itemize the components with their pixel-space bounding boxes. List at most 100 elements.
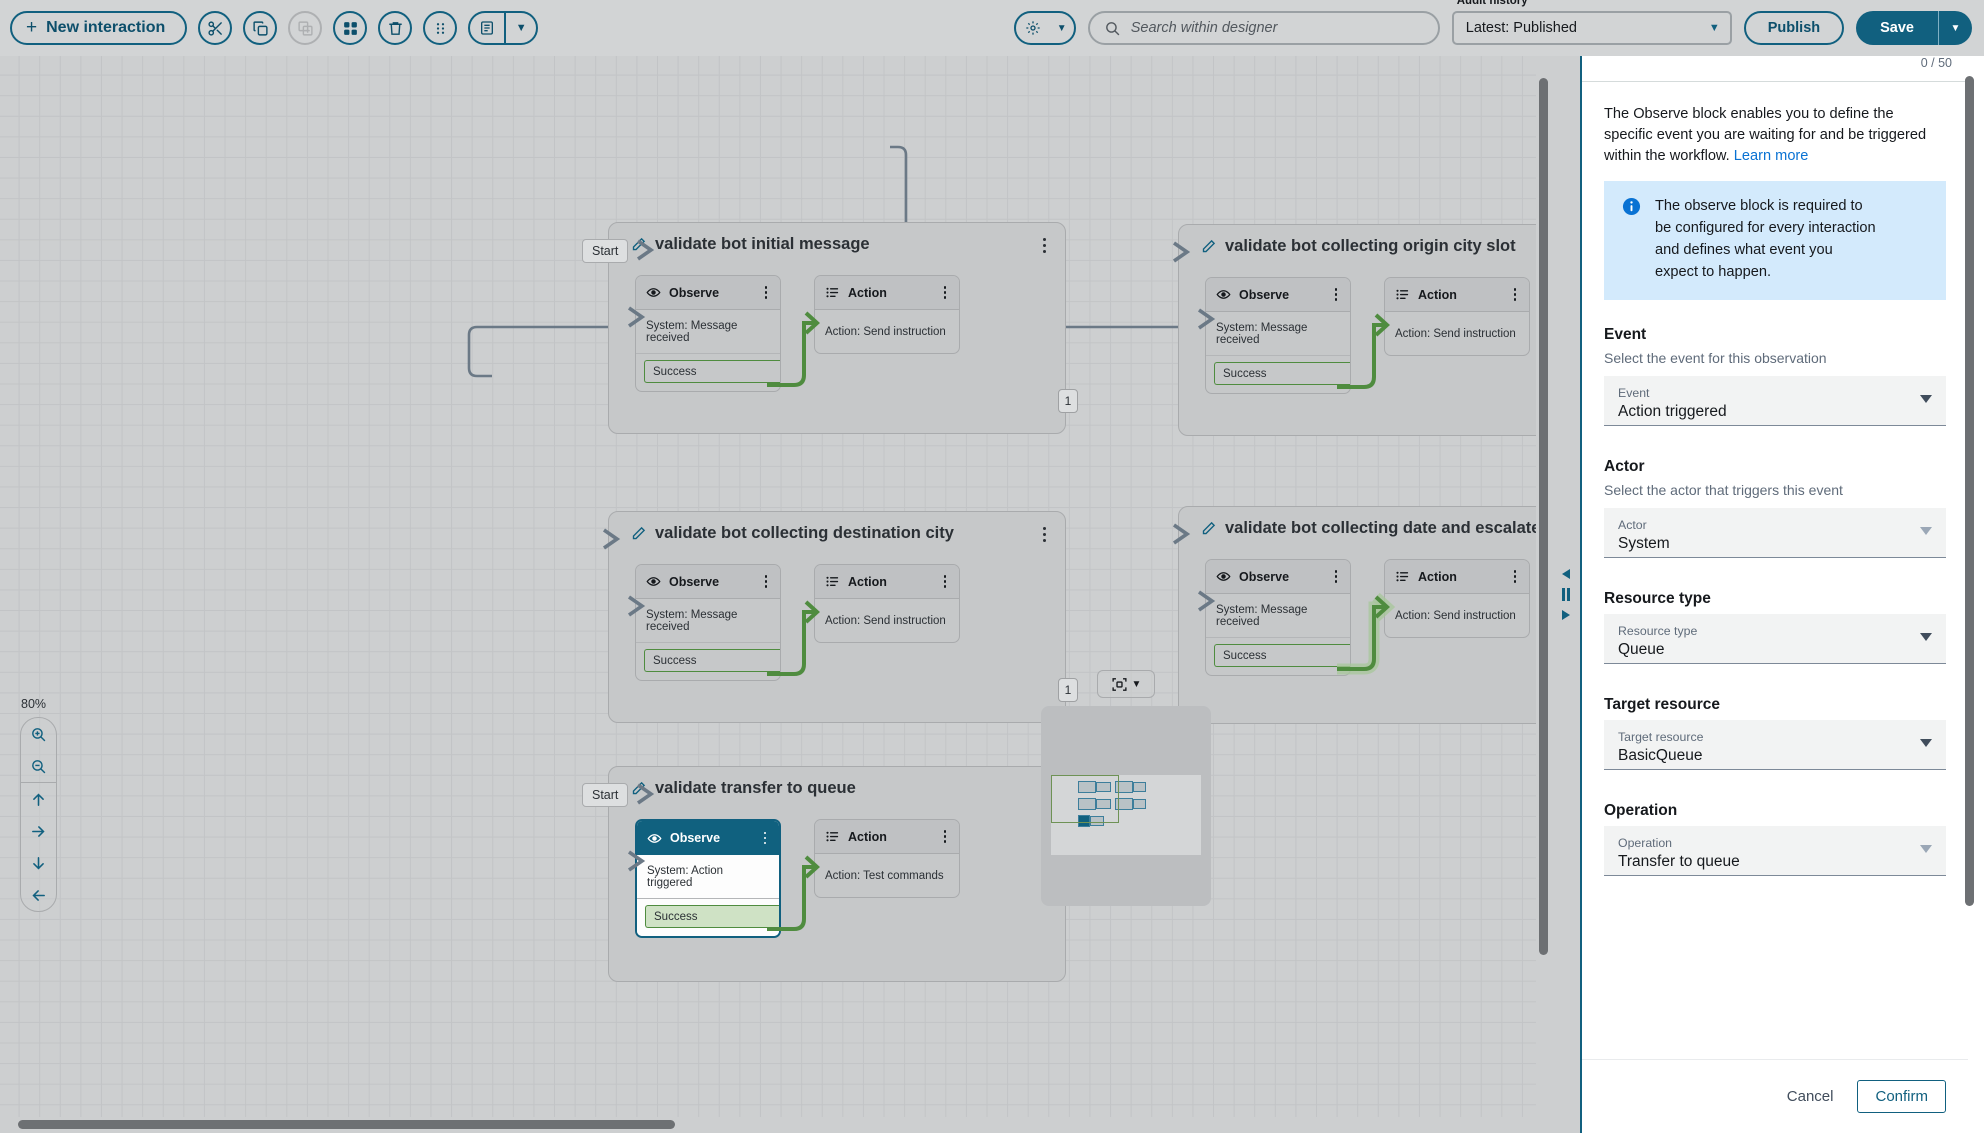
minimap[interactable] xyxy=(1041,706,1211,906)
group-menu-button[interactable] xyxy=(1037,235,1051,255)
panel-body: The Observe block enables you to define … xyxy=(1582,82,1968,1059)
cancel-button[interactable]: Cancel xyxy=(1777,1080,1844,1113)
interaction-group[interactable]: validate bot collecting destination city… xyxy=(602,511,1066,723)
target-resource-select[interactable]: Target resource BasicQueue xyxy=(1604,720,1946,771)
connector-hop-label[interactable]: 1 xyxy=(1058,678,1078,702)
panel-vertical-scrollbar[interactable] xyxy=(1962,76,1976,1078)
plus-icon: + xyxy=(26,16,38,38)
observe-node-menu-button[interactable] xyxy=(759,829,771,847)
port-success[interactable]: Success xyxy=(1214,362,1350,385)
fit-view-split-button[interactable]: ▼ xyxy=(1097,670,1155,698)
observe-node[interactable]: Observe System: Message received Success xyxy=(1205,277,1351,394)
node-input-arrow-icon xyxy=(627,306,646,328)
scrollbar-thumb[interactable] xyxy=(1965,76,1974,906)
copy-icon-button[interactable] xyxy=(243,11,278,45)
cut-icon-button[interactable] xyxy=(198,11,233,45)
event-select-label: Event xyxy=(1618,386,1650,401)
observe-node[interactable]: Observe System: Message received Success xyxy=(635,275,781,392)
chevron-down-icon: ▼ xyxy=(1708,22,1720,34)
observe-node-menu-button[interactable] xyxy=(1330,286,1342,304)
settings-split-button[interactable]: ▼ xyxy=(1013,11,1076,45)
search-input-wrapper[interactable] xyxy=(1087,11,1440,45)
action-node[interactable]: Action Action: Send instruction xyxy=(814,564,960,643)
zoom-in-button[interactable] xyxy=(20,718,57,750)
flow-canvas[interactable]: validate bot initial message Observe Sys… xyxy=(0,56,1552,1133)
event-select[interactable]: Event Action triggered xyxy=(1604,376,1946,427)
notes-caret-button[interactable]: ▼ xyxy=(504,13,536,43)
grid-blocks-icon-button[interactable] xyxy=(333,11,368,45)
save-caret-button[interactable]: ▼ xyxy=(1938,11,1972,45)
observe-node-menu-button[interactable] xyxy=(760,573,772,591)
pan-down-button[interactable] xyxy=(20,847,57,879)
observe-node-header[interactable]: Observe xyxy=(636,276,780,310)
observe-node-header[interactable]: Observe xyxy=(1206,560,1350,594)
settings-caret-button[interactable]: ▼ xyxy=(1050,23,1074,34)
notes-split-button[interactable]: ▼ xyxy=(468,11,539,45)
minimap-node xyxy=(1078,798,1096,810)
resource-type-select[interactable]: Resource type Queue xyxy=(1604,614,1946,665)
connector-hop-label[interactable]: 1 xyxy=(1058,389,1078,413)
observe-node-selected[interactable]: Observe System: Action triggered Success xyxy=(635,819,781,938)
observe-node[interactable]: Observe System: Message received Success xyxy=(635,564,781,681)
audit-history-select[interactable]: Latest: Published ▼ xyxy=(1451,11,1732,45)
save-button[interactable]: Save xyxy=(1856,11,1938,45)
canvas-horizontal-scrollbar[interactable] xyxy=(0,1117,1552,1133)
audit-history-group: Audit history Latest: Published ▼ xyxy=(1451,0,1732,45)
pan-left-button[interactable] xyxy=(20,879,57,911)
action-node-header[interactable]: Action xyxy=(815,820,959,854)
observe-node-header[interactable]: Observe xyxy=(637,821,779,855)
interaction-group[interactable]: validate transfer to queue Observe Syste… xyxy=(582,766,1066,982)
action-node[interactable]: Action Action: Test commands xyxy=(814,819,960,898)
start-arrow-icon xyxy=(636,239,655,261)
group-menu-button[interactable] xyxy=(1037,524,1051,544)
port-success[interactable]: Success xyxy=(645,905,779,928)
learn-more-link[interactable]: Learn more xyxy=(1733,148,1809,165)
observe-node-header[interactable]: Observe xyxy=(1206,278,1350,312)
drag-dots-icon-button[interactable] xyxy=(423,11,458,45)
action-node-menu-button[interactable] xyxy=(1509,286,1521,304)
minimap-viewport[interactable] xyxy=(1051,775,1119,823)
trash-icon xyxy=(388,21,402,35)
search-input[interactable] xyxy=(1128,19,1424,37)
notes-icon-button[interactable] xyxy=(470,13,504,43)
zoom-out-button[interactable] xyxy=(20,750,57,782)
scrollbar-thumb[interactable] xyxy=(1539,78,1548,955)
save-split-button[interactable]: Save ▼ xyxy=(1856,11,1972,45)
collapse-right-button[interactable] xyxy=(1559,608,1573,622)
interaction-group[interactable]: validate bot collecting origin city slot… xyxy=(1172,224,1552,436)
group-title-text: validate bot collecting date and escalat… xyxy=(1225,519,1552,537)
new-interaction-button[interactable]: + New interaction xyxy=(10,11,188,45)
action-node-menu-button[interactable] xyxy=(1509,568,1521,586)
confirm-button[interactable]: Confirm xyxy=(1857,1080,1946,1113)
action-node-header[interactable]: Action xyxy=(1385,560,1529,594)
pan-right-button[interactable] xyxy=(20,815,57,847)
publish-button[interactable]: Publish xyxy=(1743,11,1845,45)
action-node[interactable]: Action Action: Send instruction xyxy=(1384,559,1530,638)
action-node-header[interactable]: Action xyxy=(815,276,959,310)
drag-grip-icon[interactable] xyxy=(1561,588,1571,601)
action-node-header[interactable]: Action xyxy=(1385,278,1529,312)
observe-node-header[interactable]: Observe xyxy=(636,565,780,599)
port-success[interactable]: Success xyxy=(644,649,780,672)
canvas-vertical-scrollbar[interactable] xyxy=(1536,56,1552,1133)
port-success[interactable]: Success xyxy=(1214,644,1350,667)
group-title-text: validate bot initial message xyxy=(655,235,870,253)
collapse-left-button[interactable] xyxy=(1559,567,1573,581)
pan-up-button[interactable] xyxy=(20,783,57,815)
action-node[interactable]: Action Action: Send instruction xyxy=(1384,277,1530,356)
action-node-menu-button[interactable] xyxy=(939,573,951,591)
observe-node-menu-button[interactable] xyxy=(1330,568,1342,586)
action-node-header[interactable]: Action xyxy=(815,565,959,599)
gear-icon-button[interactable] xyxy=(1016,20,1050,36)
observe-node[interactable]: Observe System: Message received Success xyxy=(1205,559,1351,676)
scrollbar-thumb[interactable] xyxy=(18,1120,675,1129)
interaction-group[interactable]: validate bot collecting date and escalat… xyxy=(1172,506,1552,724)
observe-node-menu-button[interactable] xyxy=(760,284,772,302)
trash-icon-button[interactable] xyxy=(378,11,413,45)
panel-resize-handle[interactable] xyxy=(1552,56,1580,1133)
action-node-menu-button[interactable] xyxy=(939,284,951,302)
action-node[interactable]: Action Action: Send instruction xyxy=(814,275,960,354)
action-node-menu-button[interactable] xyxy=(939,828,951,846)
port-success[interactable]: Success xyxy=(644,360,780,383)
interaction-group[interactable]: validate bot initial message Observe Sys… xyxy=(582,222,1066,434)
